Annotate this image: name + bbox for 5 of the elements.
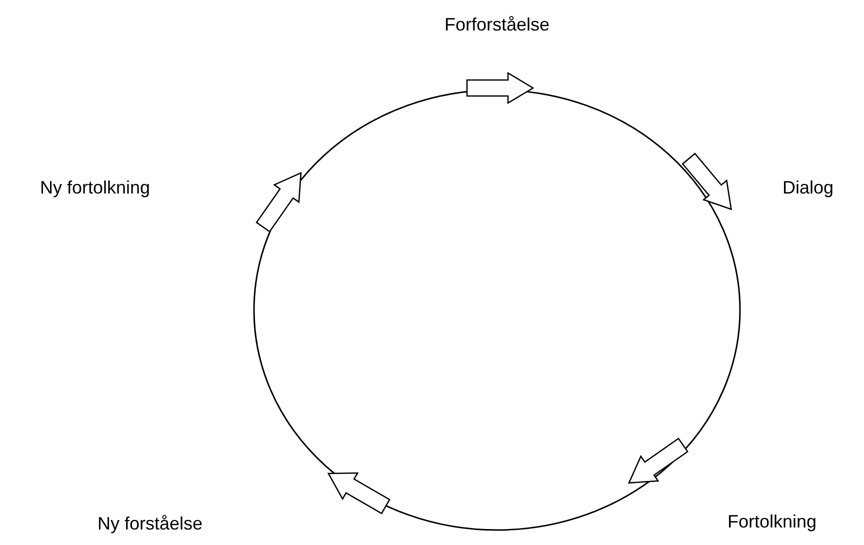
stage-label: Forforståelse <box>444 14 550 36</box>
stage-label: Ny forståelse <box>97 514 203 534</box>
stage-label: Ny fortolkning <box>40 178 150 198</box>
stage-label: Fortolkning <box>727 512 817 532</box>
stage-label: Dialog <box>782 178 834 198</box>
